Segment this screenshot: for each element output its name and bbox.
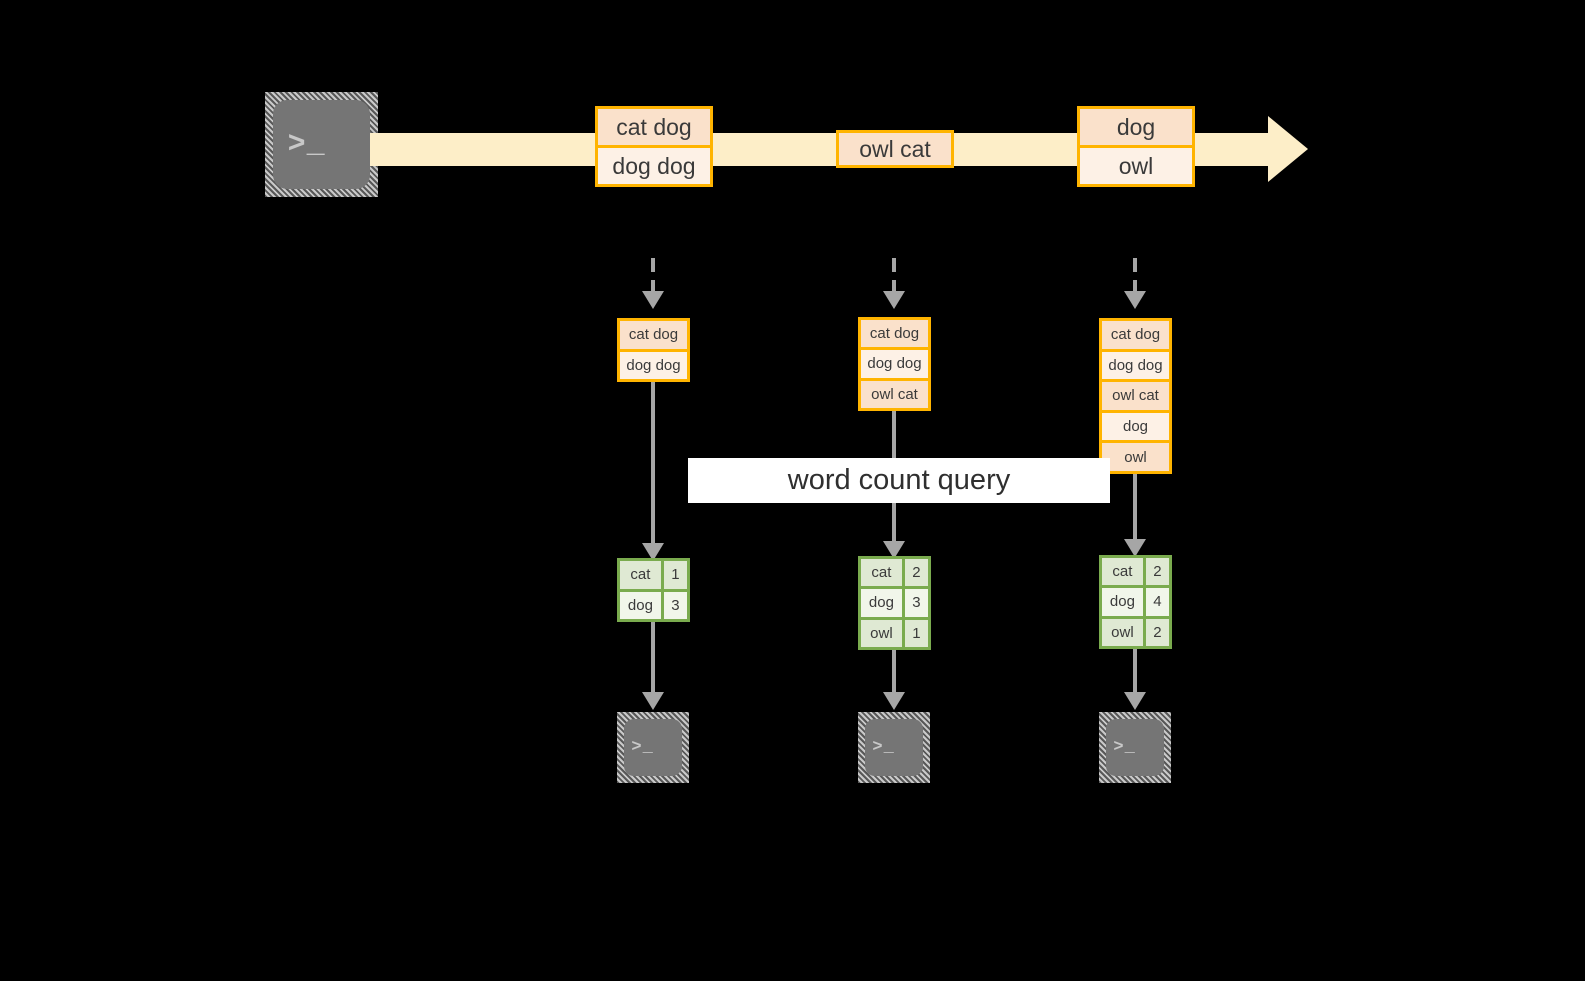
accumulated-messages[interactable]: cat dog dog dog owl cat dog owl: [1099, 318, 1172, 474]
table-row: owl 2: [1102, 615, 1169, 646]
table-cell-word: dog: [1102, 588, 1143, 616]
accumulated-message-line: owl cat: [1102, 379, 1169, 410]
stream-tap-dashed-line: [892, 258, 896, 294]
accumulated-message-line: owl: [1102, 440, 1169, 471]
table-cell-count: 1: [901, 619, 928, 647]
accumulated-message-line: dog dog: [861, 347, 928, 378]
word-count-result-table[interactable]: cat 2 dog 3 owl 1: [858, 556, 931, 650]
word-count-result-table[interactable]: cat 2 dog 4 owl 2: [1099, 555, 1172, 649]
stream-message[interactable]: cat dog dog dog: [595, 106, 713, 187]
accumulated-message-line: cat dog: [620, 321, 687, 349]
stream-tap-arrowhead: [1124, 291, 1146, 309]
table-row: dog 3: [620, 588, 687, 619]
consumer-terminal-icon: >_: [617, 712, 689, 783]
accumulated-messages[interactable]: cat dog dog dog owl cat: [858, 317, 931, 411]
result-delivery-line: [651, 622, 655, 696]
accumulated-message-line: dog dog: [1102, 348, 1169, 380]
table-cell-count: 2: [901, 559, 928, 587]
stream-message-line: dog dog: [598, 145, 710, 184]
table-row: cat 2: [861, 559, 928, 587]
stream-message-line: dog: [1080, 109, 1192, 145]
terminal-screen: [273, 100, 370, 189]
stream-tap-dashed-line: [1133, 258, 1137, 294]
accumulated-message-line: cat dog: [861, 320, 928, 348]
stream-tap-arrowhead: [883, 291, 905, 309]
table-cell-word: owl: [1102, 618, 1143, 646]
table-cell-word: cat: [861, 559, 902, 587]
terminal-prompt-glyph: >_: [631, 738, 654, 757]
table-row: owl 1: [861, 616, 928, 647]
accumulated-message-line: dog: [1102, 409, 1169, 441]
table-cell-count: 4: [1142, 588, 1169, 616]
stream-message[interactable]: owl cat: [836, 130, 954, 168]
table-cell-count: 1: [660, 561, 687, 589]
result-delivery-arrowhead: [642, 692, 664, 710]
table-row: dog 4: [1102, 585, 1169, 616]
query-flow-line: [651, 382, 655, 547]
terminal-screen: [865, 719, 923, 776]
table-cell-word: cat: [1102, 558, 1143, 586]
query-label: word count query: [787, 464, 1011, 496]
table-cell-count: 3: [901, 589, 928, 617]
stream-tap-dashed-line: [651, 258, 655, 294]
table-cell-count: 3: [660, 591, 687, 619]
consumer-terminal-icon: >_: [858, 712, 930, 783]
stream-message-line: owl cat: [839, 133, 951, 165]
query-label-band: word count query: [688, 458, 1110, 503]
terminal-prompt-glyph: >_: [287, 127, 326, 162]
stream-message-line: cat dog: [598, 109, 710, 145]
stream-tap-arrowhead: [642, 291, 664, 309]
table-cell-count: 2: [1142, 558, 1169, 586]
table-cell-word: cat: [620, 561, 661, 589]
consumer-terminal-icon: >_: [1099, 712, 1171, 783]
terminal-screen: [1106, 719, 1164, 776]
stream-message[interactable]: dog owl: [1077, 106, 1195, 187]
table-cell-word: dog: [861, 589, 902, 617]
accumulated-message-line: dog dog: [620, 348, 687, 379]
stream-arrow-head: [1268, 116, 1308, 182]
query-flow-arrowhead: [883, 541, 905, 559]
query-flow-arrowhead: [1124, 539, 1146, 557]
table-row: cat 1: [620, 561, 687, 589]
table-row: dog 3: [861, 586, 928, 617]
result-delivery-arrowhead: [1124, 692, 1146, 710]
result-delivery-line: [1133, 649, 1137, 696]
word-count-result-table[interactable]: cat 1 dog 3: [617, 558, 690, 622]
accumulated-messages[interactable]: cat dog dog dog: [617, 318, 690, 382]
accumulated-message-line: cat dog: [1102, 321, 1169, 349]
terminal-screen: [624, 719, 682, 776]
query-flow-arrowhead: [642, 543, 664, 561]
terminal-prompt-glyph: >_: [872, 738, 895, 757]
stream-message-line: owl: [1080, 145, 1192, 184]
result-delivery-line: [892, 650, 896, 696]
producer-terminal-icon: >_: [265, 92, 378, 197]
result-delivery-arrowhead: [883, 692, 905, 710]
table-cell-word: owl: [861, 619, 902, 647]
terminal-prompt-glyph: >_: [1113, 738, 1136, 757]
query-flow-line: [1133, 474, 1137, 543]
table-cell-count: 2: [1142, 618, 1169, 646]
table-cell-word: dog: [620, 591, 661, 619]
accumulated-message-line: owl cat: [861, 377, 928, 408]
table-row: cat 2: [1102, 558, 1169, 586]
